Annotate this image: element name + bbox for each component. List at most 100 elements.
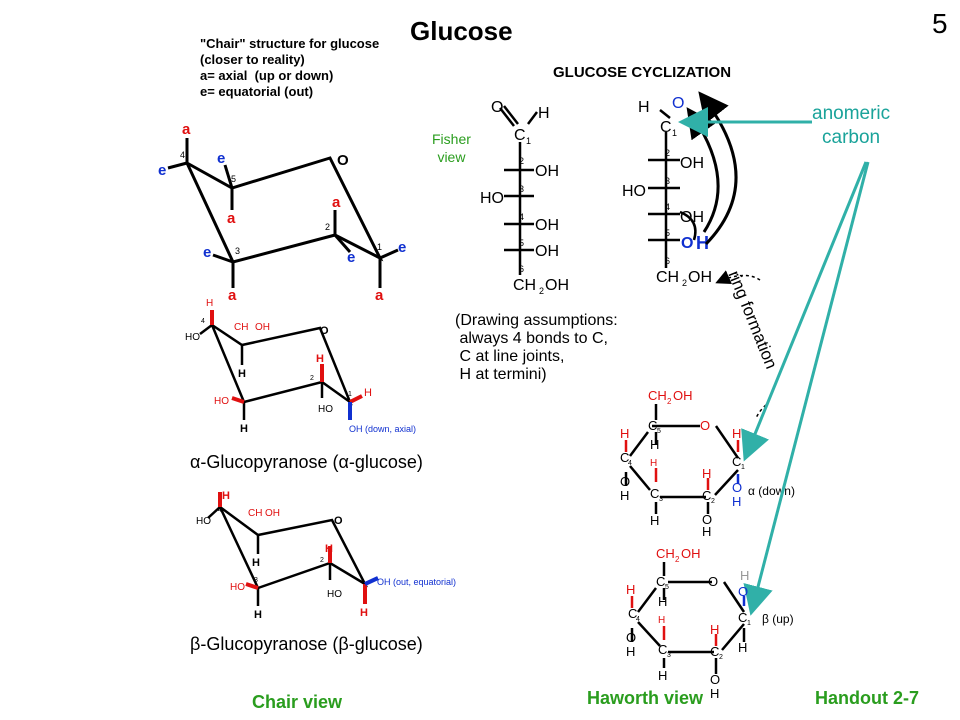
svg-text:C: C bbox=[620, 450, 629, 465]
svg-text:H: H bbox=[538, 105, 550, 122]
svg-text:H: H bbox=[650, 437, 659, 452]
page-title: Glucose bbox=[410, 16, 513, 46]
svg-text:H: H bbox=[702, 524, 711, 539]
cyclization-title: GLUCOSE CYCLIZATION bbox=[553, 64, 732, 81]
svg-text:a: a bbox=[182, 121, 191, 138]
svg-text:e: e bbox=[203, 244, 211, 261]
svg-text:e: e bbox=[217, 150, 225, 167]
svg-text:4: 4 bbox=[628, 460, 632, 467]
haworth-view-label: Haworth view bbox=[587, 688, 704, 708]
svg-text:H: H bbox=[710, 622, 719, 637]
svg-text:HO: HO bbox=[185, 332, 200, 343]
svg-text:1: 1 bbox=[348, 391, 352, 398]
svg-text:2: 2 bbox=[539, 286, 544, 296]
svg-text:H: H bbox=[626, 582, 635, 597]
svg-text:OH: OH bbox=[545, 277, 569, 294]
svg-text:O: O bbox=[320, 325, 329, 337]
svg-text:4: 4 bbox=[636, 616, 640, 623]
anomeric-arrows bbox=[678, 107, 870, 616]
chair-structure-note: "Chair" structure for glucose (closer to… bbox=[200, 36, 380, 99]
svg-text:H: H bbox=[650, 458, 657, 469]
svg-text:OH: OH bbox=[535, 163, 559, 180]
svg-text:O: O bbox=[738, 584, 748, 599]
svg-text:H: H bbox=[222, 490, 230, 502]
svg-text:OH: OH bbox=[535, 217, 559, 234]
beta-oh-note: OH (out, equatorial) bbox=[377, 577, 457, 587]
svg-text:4: 4 bbox=[201, 318, 205, 325]
svg-text:HO: HO bbox=[318, 404, 333, 415]
svg-text:4: 4 bbox=[519, 212, 524, 222]
chair-ae-diagram bbox=[167, 138, 399, 288]
svg-text:C: C bbox=[660, 119, 672, 136]
svg-text:2: 2 bbox=[667, 397, 672, 406]
svg-text:C: C bbox=[514, 127, 526, 144]
svg-text:O: O bbox=[702, 512, 712, 527]
svg-text:O: O bbox=[626, 630, 636, 645]
svg-text:CH: CH bbox=[234, 322, 248, 333]
svg-text:e: e bbox=[398, 239, 406, 256]
svg-text:5: 5 bbox=[665, 584, 669, 591]
svg-text:H: H bbox=[620, 426, 629, 441]
svg-text:H: H bbox=[658, 594, 667, 609]
svg-text:HO: HO bbox=[327, 589, 342, 600]
svg-text:a: a bbox=[228, 287, 237, 304]
svg-text:4: 4 bbox=[218, 507, 222, 514]
svg-text:OH: OH bbox=[673, 388, 693, 403]
svg-text:3: 3 bbox=[659, 496, 663, 503]
svg-text:OH: OH bbox=[255, 322, 270, 333]
svg-text:4: 4 bbox=[665, 202, 670, 212]
svg-text:H: H bbox=[732, 426, 741, 441]
fisher-view-label: Fisher view bbox=[432, 131, 471, 165]
svg-text:2: 2 bbox=[519, 156, 524, 166]
beta-glucopyranose-label: β-Glucopyranose (β-glucose) bbox=[190, 634, 423, 654]
svg-text:e: e bbox=[347, 249, 355, 266]
svg-text:O: O bbox=[708, 574, 718, 589]
svg-text:OH: OH bbox=[265, 508, 280, 519]
haworth-alpha-ring bbox=[624, 404, 740, 514]
svg-text:6: 6 bbox=[519, 264, 524, 274]
svg-text:2: 2 bbox=[682, 278, 687, 288]
beta-chair-diagram bbox=[207, 492, 379, 606]
svg-text:C: C bbox=[710, 644, 719, 659]
alpha-oh-note: OH (down, axial) bbox=[349, 424, 417, 434]
svg-text:H: H bbox=[620, 488, 629, 503]
svg-text:1: 1 bbox=[526, 136, 531, 146]
svg-text:2: 2 bbox=[719, 654, 723, 661]
svg-text:HO: HO bbox=[214, 396, 229, 407]
svg-text:1: 1 bbox=[747, 620, 751, 627]
svg-text:5: 5 bbox=[519, 238, 524, 248]
svg-text:CH: CH bbox=[513, 277, 536, 294]
svg-text:O: O bbox=[672, 95, 684, 112]
svg-text:3: 3 bbox=[667, 652, 671, 659]
svg-text:2: 2 bbox=[325, 222, 330, 232]
svg-text:C: C bbox=[658, 642, 667, 657]
alpha-chair-diagram bbox=[199, 310, 363, 420]
svg-text:5: 5 bbox=[665, 228, 670, 238]
svg-text:4: 4 bbox=[180, 150, 185, 160]
svg-text:H: H bbox=[710, 686, 719, 701]
svg-text:OH: OH bbox=[688, 269, 712, 286]
chair-ae-labels: a a a a a e e e e e O 4 5 3 2 1 bbox=[158, 121, 406, 304]
svg-text:HO: HO bbox=[196, 516, 211, 527]
svg-text:6: 6 bbox=[665, 256, 670, 266]
svg-text:O: O bbox=[700, 418, 710, 433]
svg-text:3: 3 bbox=[235, 246, 240, 256]
svg-text:O: O bbox=[732, 480, 742, 495]
svg-text:2: 2 bbox=[320, 557, 324, 564]
svg-text:a: a bbox=[332, 194, 341, 211]
svg-text:C: C bbox=[738, 610, 747, 625]
svg-text:O: O bbox=[337, 152, 349, 169]
fisher-second-chain bbox=[648, 109, 697, 268]
svg-text:H: H bbox=[702, 466, 711, 481]
svg-text:C: C bbox=[650, 486, 659, 501]
svg-text:O: O bbox=[491, 99, 503, 116]
svg-text:2: 2 bbox=[665, 148, 670, 158]
svg-text:3: 3 bbox=[254, 577, 258, 584]
svg-text:C: C bbox=[656, 574, 665, 589]
svg-text:H: H bbox=[238, 368, 246, 380]
fisher-open-chain bbox=[499, 105, 538, 275]
svg-text:C: C bbox=[702, 488, 711, 503]
